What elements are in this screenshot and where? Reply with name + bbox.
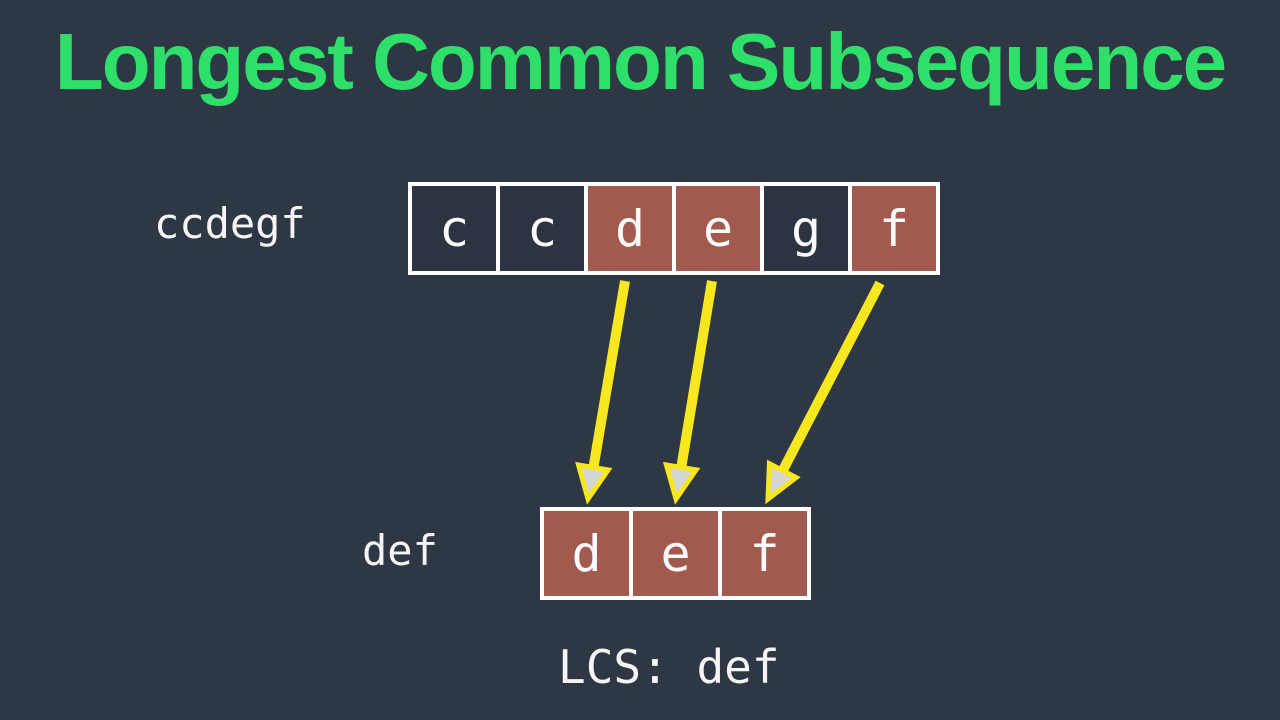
sequence-bottom-strip: d e f — [540, 507, 811, 600]
sequence-cell: c — [412, 186, 496, 271]
sequence-cell: d — [544, 511, 629, 596]
sequence-cell: f — [852, 186, 936, 271]
sequence-cell: e — [676, 186, 760, 271]
match-arrow-f — [765, 280, 885, 505]
sequence-top-strip: c c d e g f — [408, 182, 940, 275]
sequence-cell: d — [588, 186, 672, 271]
page-title: Longest Common Subsequence — [54, 17, 1227, 106]
lcs-result: LCS: def — [558, 640, 780, 694]
match-arrow-d — [575, 280, 630, 505]
sequence-cell: e — [633, 511, 718, 596]
sequence-cell: f — [722, 511, 807, 596]
sequence-bottom-label: def — [362, 526, 438, 575]
sequence-cell: c — [500, 186, 584, 271]
sequence-top-label: ccdegf — [154, 199, 306, 248]
match-arrow-e — [662, 280, 717, 505]
sequence-cell: g — [764, 186, 848, 271]
